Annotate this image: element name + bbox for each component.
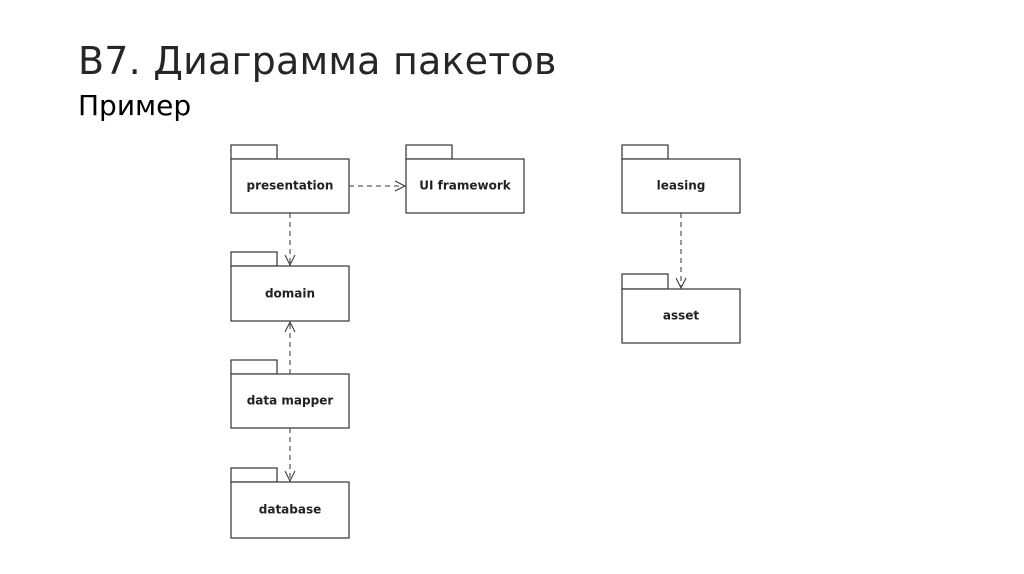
package-database: database [230, 467, 350, 539]
dependency-data-mapper-database [284, 428, 296, 483]
dependency-leasing-asset [675, 213, 687, 290]
package-leasing: leasing [621, 144, 741, 214]
slide-subtitle: Пример [78, 89, 192, 122]
package-label-domain: domain [265, 287, 315, 301]
package-label-database: database [259, 503, 322, 517]
arrowhead-icon [284, 254, 296, 267]
package-label-ui-framework: UI framework [419, 179, 512, 193]
package-tab [230, 144, 278, 160]
package-tab [405, 144, 453, 160]
package-label-presentation: presentation [247, 179, 334, 193]
package-presentation: presentation [230, 144, 350, 214]
package-label-asset: asset [663, 309, 700, 323]
package-tab [230, 359, 278, 375]
arrowhead-icon [284, 320, 296, 333]
package-body [621, 288, 741, 344]
dependency-presentation-ui-framework [349, 180, 407, 192]
package-body [621, 158, 741, 214]
dependency-presentation-domain [284, 213, 296, 267]
package-tab [621, 273, 669, 290]
dependency-data-mapper-domain [284, 320, 296, 374]
package-label-leasing: leasing [657, 179, 706, 193]
slide-title: В7. Диаграмма пакетов [78, 39, 557, 83]
package-tab [621, 144, 669, 160]
package-tab [230, 251, 278, 267]
package-tab [230, 467, 278, 483]
package-asset: asset [621, 273, 741, 344]
package-ui-framework: UI framework [405, 144, 525, 214]
arrowhead-icon [284, 470, 296, 483]
package-label-data-mapper: data mapper [247, 394, 334, 408]
arrowhead-icon [675, 277, 687, 290]
arrowhead-icon [394, 180, 407, 192]
